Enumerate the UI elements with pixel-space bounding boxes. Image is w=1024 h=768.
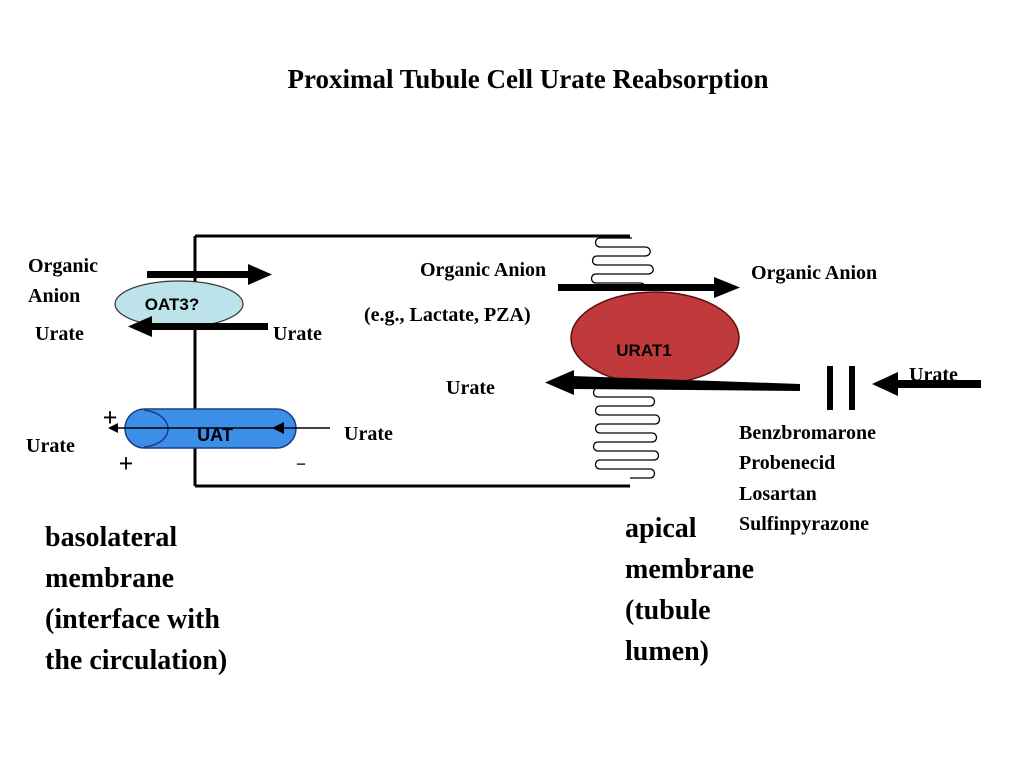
arrow-head xyxy=(128,316,152,337)
basolateral-organic-label-line2: Anion xyxy=(28,285,80,307)
arrow-head xyxy=(872,372,898,396)
apical-organic-anion-example: (e.g., Lactate, PZA) xyxy=(364,304,531,326)
basolateral-caption: basolateral membrane (interface with the… xyxy=(45,522,227,676)
basolateral-caption-line4: the circulation) xyxy=(45,645,227,676)
arrow-head-outer xyxy=(108,423,118,433)
arrow-head xyxy=(248,264,272,285)
apical-caption-line3: (tubule xyxy=(625,595,711,626)
uat-urate-intracellular-label: Urate xyxy=(344,423,393,445)
uat-channel-inner-curve xyxy=(143,409,169,448)
urat1-transporter xyxy=(570,291,740,385)
organic-anion-to-lumen-arrow xyxy=(558,277,740,298)
uat-plus-bottom: + xyxy=(119,449,134,478)
apical-organic-anion-lumen-label: Organic Anion xyxy=(751,262,877,284)
urat1-label: URAT1 xyxy=(616,341,671,360)
microvilli-upper xyxy=(590,237,654,290)
uat-label: UAT xyxy=(197,425,233,445)
urat1-inhibitor-list: Benzbromarone Probenecid Losartan Sulfin… xyxy=(739,422,876,535)
microvilli-lower xyxy=(592,387,661,479)
inhibitor-benzbromarone: Benzbromarone xyxy=(739,422,876,444)
uat-plus-top: + xyxy=(103,403,118,432)
basolateral-caption-line1: basolateral xyxy=(45,522,177,553)
arrow-shaft xyxy=(147,271,250,278)
apical-urate-lumen-label: Urate xyxy=(909,364,958,386)
intracellular-urate-label: Urate xyxy=(273,323,322,345)
basolateral-organic-label-line1: Organic xyxy=(28,255,98,277)
inhibition-block-icon xyxy=(827,366,855,410)
urate-from-lumen-arrow xyxy=(872,372,981,396)
diagram-title: Proximal Tubule Cell Urate Reabsorption xyxy=(287,64,768,94)
basolateral-urate-out-label: Urate xyxy=(35,323,84,345)
block-bar-right xyxy=(849,366,855,410)
arrow-shaft xyxy=(150,323,268,330)
inhibitor-losartan: Losartan xyxy=(739,483,817,505)
inhibitor-sulfinpyrazone: Sulfinpyrazone xyxy=(739,513,869,535)
urate-reabsorption-arrow xyxy=(545,370,800,395)
arrow-shaft xyxy=(572,376,800,391)
apical-caption: apical membrane (tubule lumen) xyxy=(625,513,754,667)
arrow-shaft xyxy=(896,380,981,388)
basolateral-caption-line3: (interface with xyxy=(45,604,220,635)
arrow-shaft xyxy=(558,284,716,291)
apical-urate-intracellular-label: Urate xyxy=(446,377,495,399)
uat-minus-bottom: − xyxy=(296,454,306,474)
apical-organic-anion-inside-label: Organic Anion xyxy=(420,259,546,281)
basolateral-caption-line2: membrane xyxy=(45,563,174,594)
uat-urate-extracellular-label: Urate xyxy=(26,435,75,457)
oat3-label: OAT3? xyxy=(145,295,199,314)
organic-anion-into-cell-arrow xyxy=(147,264,272,285)
arrow-head xyxy=(545,370,574,395)
urate-through-uat-arrow xyxy=(108,422,330,434)
arrow-head-inner xyxy=(272,422,284,434)
arrow-head xyxy=(714,277,740,298)
urate-out-of-cell-arrow xyxy=(128,316,268,337)
block-bar-left xyxy=(827,366,833,410)
brush-border-microvilli xyxy=(590,237,661,479)
apical-caption-line1: apical xyxy=(625,513,697,544)
apical-caption-line4: lumen) xyxy=(625,636,709,667)
apical-caption-line2: membrane xyxy=(625,554,754,585)
inhibitor-probenecid: Probenecid xyxy=(739,452,835,474)
